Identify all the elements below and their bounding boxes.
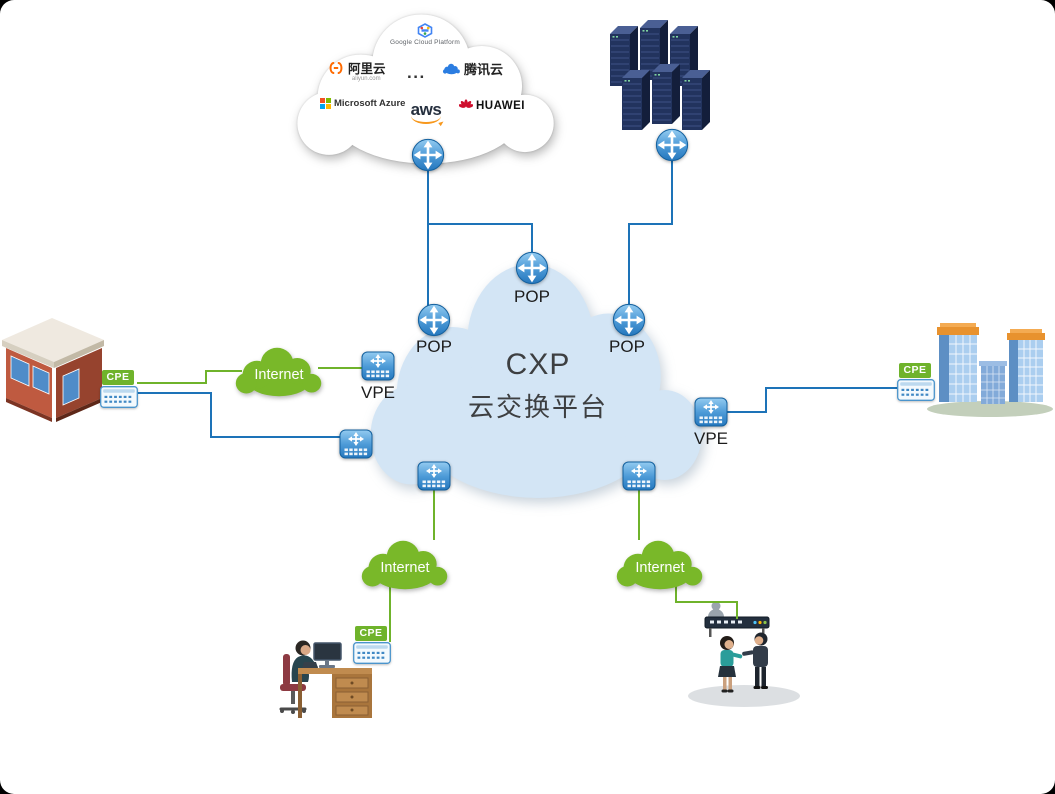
cxp-title-line1: CXP bbox=[505, 348, 571, 381]
google-cloud-label: Google Cloud Platform bbox=[390, 39, 460, 46]
edge-switch-bottom-right-icon bbox=[622, 461, 656, 491]
cpe-right-group: CPE bbox=[897, 363, 935, 401]
internet-label: Internet bbox=[635, 560, 685, 576]
edge-switch-left-icon bbox=[339, 429, 373, 459]
aliyun-logo: 阿里云 aliyun.com bbox=[327, 58, 386, 82]
tencent-cloud-icon bbox=[442, 63, 460, 74]
cxp-title: CXP 云交换平台 bbox=[352, 348, 724, 424]
edge-switch-bottom-left-icon bbox=[417, 461, 451, 491]
aliyun-domain-label: aliyun.com bbox=[351, 76, 381, 82]
internet-cloud-bottom-left: Internet bbox=[357, 537, 453, 593]
azure-logo: Microsoft Azure bbox=[320, 98, 405, 109]
aliyun-label: 阿里云 bbox=[348, 62, 386, 76]
internet-label: Internet bbox=[254, 367, 304, 383]
datacenter-router-icon bbox=[655, 128, 689, 162]
vpe-right-switch-icon bbox=[694, 397, 728, 427]
business-meeting bbox=[688, 601, 800, 707]
vpe-right-label: VPE bbox=[693, 429, 729, 448]
internet-label: Internet bbox=[380, 560, 430, 576]
pop-top-router-icon bbox=[515, 251, 549, 285]
azure-label: Microsoft Azure bbox=[334, 98, 406, 109]
aws-label: aws bbox=[410, 100, 442, 119]
cpe-right-device-icon bbox=[897, 379, 935, 401]
cpe-desk-group: CPE bbox=[353, 626, 391, 664]
cpe-desk-badge: CPE bbox=[355, 626, 387, 641]
aws-smile-icon bbox=[411, 116, 441, 124]
provider-exit-router-icon bbox=[411, 138, 445, 172]
pop-right-router-icon bbox=[612, 303, 646, 337]
cpe-right-badge: CPE bbox=[899, 363, 931, 378]
cxp-cloud: CXP 云交换平台 bbox=[352, 246, 724, 516]
google-cloud-logo: Google Cloud Platform bbox=[375, 23, 475, 46]
huawei-label: HUAWEI bbox=[476, 99, 525, 112]
huawei-icon bbox=[459, 99, 473, 108]
ellipsis-label: ... bbox=[407, 63, 426, 82]
cxp-title-line2: 云交换平台 bbox=[467, 392, 608, 422]
cloud-providers-group: Google Cloud Platform 阿里云 aliyun.com ...… bbox=[283, 3, 571, 175]
huawei-logo: HUAWEI bbox=[459, 99, 525, 112]
datacenter-racks bbox=[610, 19, 710, 130]
city-buildings bbox=[927, 323, 1053, 417]
tencent-cloud-label: 腾讯云 bbox=[464, 62, 504, 77]
person-at-desk bbox=[279, 640, 372, 718]
pop-left-router-icon bbox=[417, 303, 451, 337]
tencent-cloud-logo: 腾讯云 bbox=[442, 59, 503, 78]
aws-logo: aws bbox=[404, 101, 448, 124]
cpe-left-device-icon bbox=[100, 386, 138, 408]
pop-left-label: POP bbox=[416, 337, 452, 356]
cpe-left-group: CPE bbox=[100, 370, 138, 408]
pop-right-label: POP bbox=[609, 337, 645, 356]
cpe-desk-device-icon bbox=[353, 642, 391, 664]
vpe-left-label: VPE bbox=[360, 383, 396, 402]
azure-icon bbox=[320, 98, 331, 109]
internet-cloud-bottom-right: Internet bbox=[612, 537, 708, 593]
office-building bbox=[2, 318, 104, 422]
internet-cloud-left: Internet bbox=[231, 344, 327, 400]
vpe-left-switch-icon bbox=[361, 351, 395, 381]
pop-top-label: POP bbox=[514, 287, 550, 306]
google-cloud-icon bbox=[417, 23, 433, 38]
aliyun-icon bbox=[329, 61, 343, 74]
cpe-left-badge: CPE bbox=[102, 370, 134, 385]
